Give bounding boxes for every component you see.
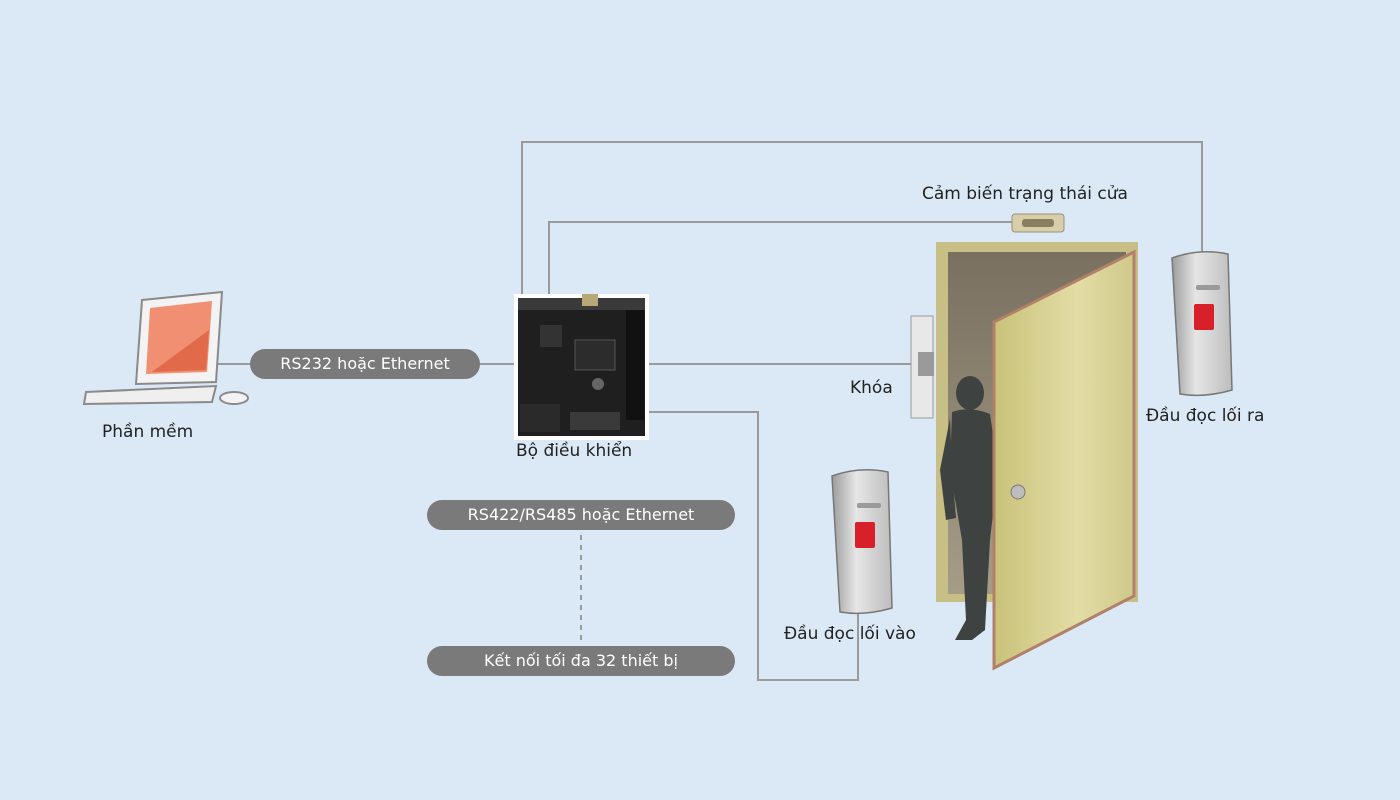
pc-connection-pill: RS232 hoặc Ethernet — [250, 349, 480, 379]
wire-controller-to-exit-reader — [521, 141, 1203, 296]
exit-reader-label: Đầu đọc lối ra — [1146, 406, 1265, 426]
wire-controller-to-entry-reader — [647, 411, 859, 681]
lock-icon — [910, 315, 934, 419]
lock-label: Khóa — [850, 378, 893, 398]
entry-reader-label: Đầu đọc lối vào — [784, 624, 916, 644]
person-icon — [940, 376, 998, 640]
door-sensor-icon — [1011, 213, 1065, 233]
entry-reader-icon — [831, 469, 893, 615]
exit-reader-icon — [1171, 251, 1233, 397]
computer-icon — [82, 290, 249, 406]
network-connection-pill: RS422/RS485 hoặc Ethernet — [427, 500, 735, 530]
max-devices-pill: Kết nối tối đa 32 thiết bị — [427, 646, 735, 676]
wire-controller-to-sensor — [548, 221, 1012, 296]
door-icon — [992, 249, 1136, 671]
controller-board-icon — [514, 294, 649, 440]
software-label: Phần mềm — [102, 422, 194, 442]
sensor-label: Cảm biến trạng thái cửa — [922, 184, 1128, 204]
controller-label: Bộ điều khiển — [516, 441, 633, 461]
